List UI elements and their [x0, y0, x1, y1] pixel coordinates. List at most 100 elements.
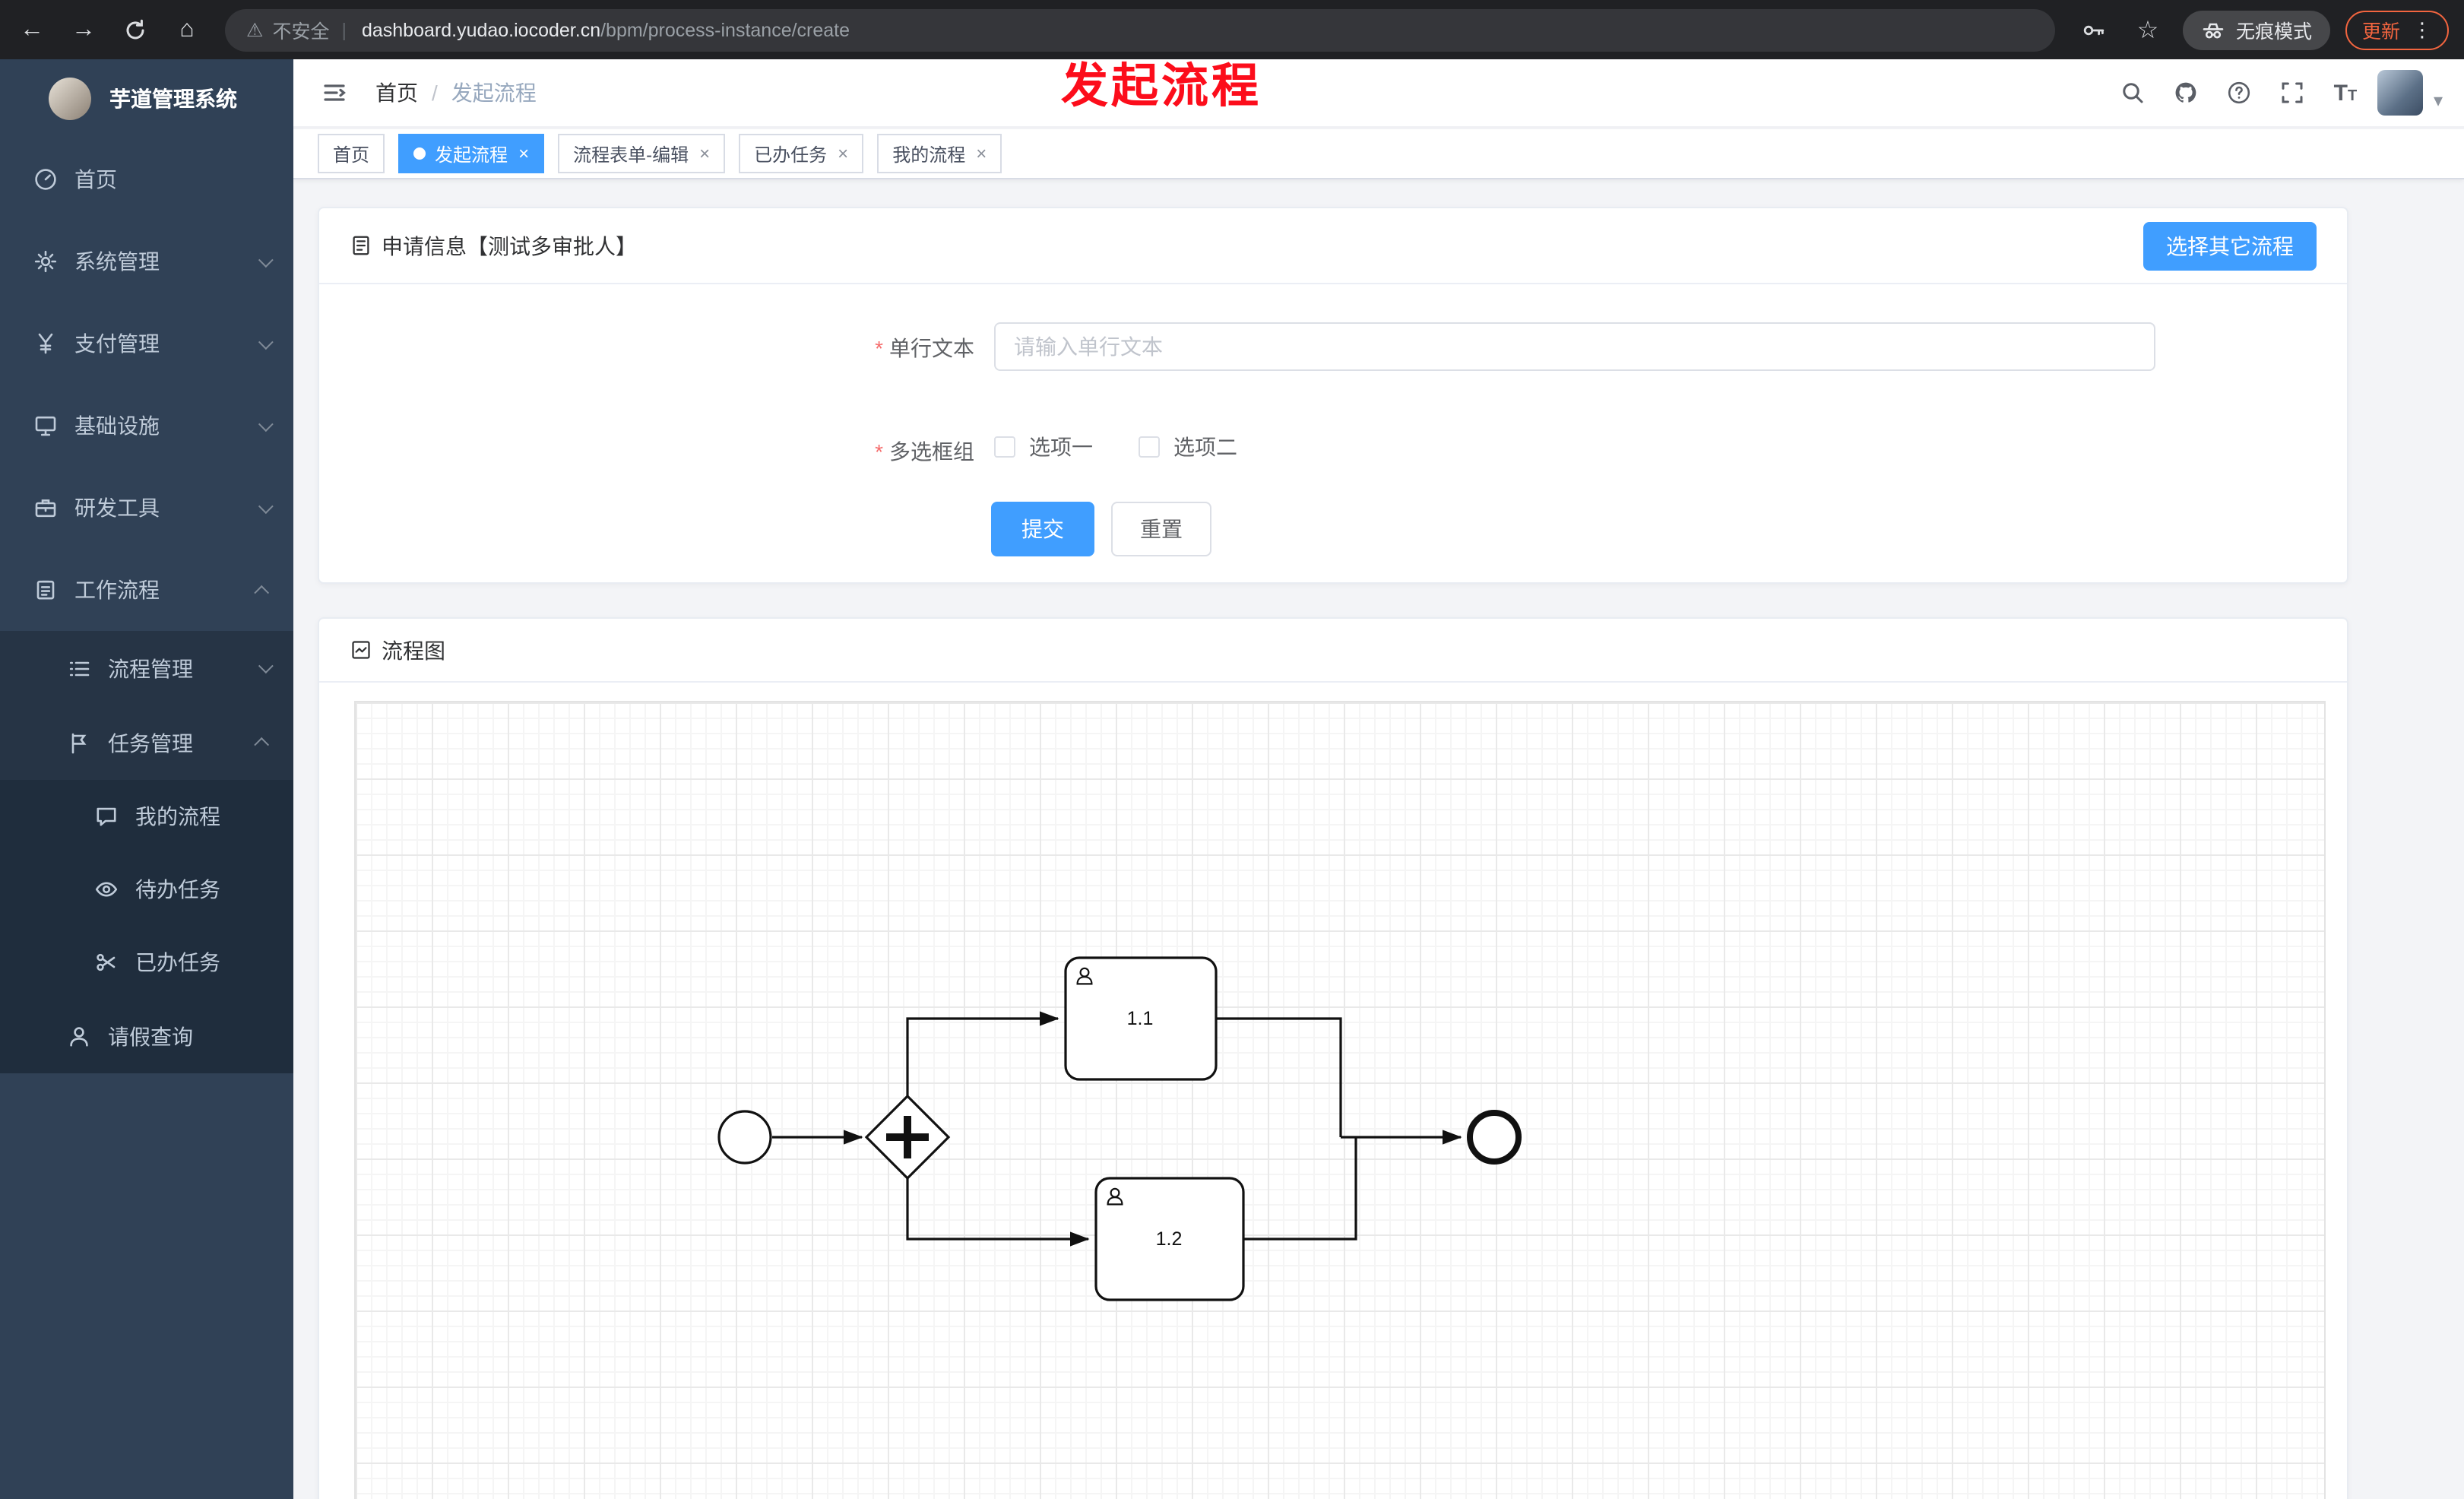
yen-icon — [38, 333, 53, 354]
person-icon — [70, 1026, 88, 1046]
flow-gateway-to-task1 — [906, 1011, 1059, 1098]
incognito-icon — [2203, 22, 2224, 38]
apply-info-header: 申请信息【测试多审批人】 选择其它流程 — [319, 208, 2347, 284]
checkbox-label[interactable]: 选项二 — [1173, 435, 1237, 459]
hamburger-icon[interactable] — [318, 76, 351, 109]
breadcrumb-separator: / — [432, 81, 438, 105]
tab-close-icon[interactable]: × — [699, 143, 711, 164]
sidebar-item-payment[interactable]: 支付管理 — [0, 303, 293, 385]
sidebar-item-infra[interactable]: 基础设施 — [0, 385, 293, 467]
sidebar: 芋道管理系统 首页 系统管理 支付管理 基础设施 研发工具 工作流 — [0, 59, 293, 1499]
github-glyph — [2175, 82, 2196, 103]
tab-close-icon[interactable]: × — [976, 143, 987, 164]
required-asterisk: * — [875, 336, 883, 360]
clipboard-icon — [36, 580, 55, 600]
incognito-badge: 无痕模式 — [2182, 10, 2330, 49]
reset-button[interactable]: 重置 — [1111, 502, 1211, 556]
tab-close-icon[interactable]: × — [518, 143, 530, 164]
flow-task2-out — [1243, 1137, 1357, 1241]
sidebar-item-task-mgmt[interactable]: 任务管理 — [0, 705, 293, 780]
app-title: 芋道管理系统 — [109, 87, 237, 111]
tags-view-bar: 首页 发起流程× 流程表单-编辑× 已办任务 × 我的流程 × — [293, 129, 2464, 179]
bpmn-user-task-1: 1.1 — [1064, 956, 1218, 1081]
checkbox-option-2[interactable]: 选项二 — [1139, 432, 1237, 462]
sidebar-item-label: 任务管理 — [108, 730, 193, 755]
monitor-icon — [35, 416, 56, 436]
github-icon[interactable] — [2165, 71, 2207, 114]
checkbox-icon[interactable] — [994, 436, 1015, 458]
search-glyph — [2123, 83, 2143, 103]
forward-icon[interactable]: → — [71, 16, 96, 42]
browser-menu-icon[interactable]: ⋮ — [2412, 17, 2432, 40]
checkbox-label[interactable]: 选项一 — [1029, 435, 1093, 459]
tab-form-edit[interactable]: 流程表单-编辑× — [558, 134, 726, 173]
breadcrumb: 首页 / 发起流程 — [375, 78, 537, 108]
reload-icon[interactable] — [116, 10, 155, 49]
bookmark-star-icon[interactable]: ☆ — [2136, 17, 2159, 43]
tab-home[interactable]: 首页 — [318, 134, 385, 173]
sidebar-item-process-mgmt[interactable]: 流程管理 — [0, 631, 293, 705]
sidebar-logo[interactable]: 芋道管理系统 — [0, 59, 293, 138]
sidebar-item-todo-tasks[interactable]: 待办任务 — [0, 853, 293, 926]
password-key-icon[interactable] — [2073, 10, 2113, 49]
breadcrumb-home[interactable]: 首页 — [375, 81, 418, 105]
sidebar-item-workflow[interactable]: 工作流程 — [0, 549, 293, 631]
font-size-icon[interactable]: TT — [2333, 80, 2358, 106]
sidebar-item-system[interactable]: 系统管理 — [0, 220, 293, 303]
back-icon[interactable]: ← — [20, 16, 44, 42]
sidebar-item-label: 研发工具 — [74, 496, 160, 520]
submit-button[interactable]: 提交 — [991, 502, 1094, 556]
eye-icon — [95, 882, 118, 897]
update-label: 更新 — [2361, 21, 2400, 43]
tab-close-icon[interactable]: × — [838, 143, 849, 164]
bpmn-end-event — [1467, 1110, 1522, 1165]
tab-done-tasks[interactable]: 已办任务 × — [739, 134, 864, 173]
home-icon[interactable]: ⌂ — [179, 16, 195, 42]
gear-icon — [34, 250, 57, 273]
checkbox-option-1[interactable]: 选项一 — [994, 432, 1093, 462]
tab-label: 首页 — [333, 144, 370, 165]
hamburger-glyph — [324, 84, 346, 101]
chevron-down-icon — [258, 416, 274, 432]
checkbox-group: 选项一 选项二 — [994, 432, 1237, 462]
sidebar-item-leave-query[interactable]: 请假查询 — [0, 999, 293, 1073]
flow-diagram-title: 流程图 — [350, 635, 445, 665]
url-divider: | — [341, 19, 347, 40]
single-line-text-input[interactable] — [994, 322, 2155, 371]
flow-diagram-card: 流程图 — [318, 617, 2348, 1499]
update-button[interactable]: 更新 ⋮ — [2345, 10, 2449, 49]
app-header: 首页 / 发起流程 TT ▾ — [293, 59, 2464, 128]
url-host[interactable]: dashboard.yudao.iocoder.cn — [361, 19, 601, 40]
sidebar-item-done-tasks[interactable]: 已办任务 — [0, 926, 293, 999]
sidebar-item-label: 工作流程 — [74, 578, 160, 602]
sidebar-item-devtools[interactable]: 研发工具 — [0, 467, 293, 549]
sidebar-item-label: 流程管理 — [108, 656, 193, 680]
chevron-down-icon — [258, 498, 274, 514]
sidebar-item-home[interactable]: 首页 — [0, 138, 293, 220]
chat-bubble-icon — [97, 807, 116, 826]
reload-glyph — [126, 18, 144, 39]
url-bar[interactable]: ⚠ 不安全 | dashboard.yudao.iocoder.cn /bpm/… — [225, 8, 2055, 51]
bpmn-canvas[interactable]: 1.1 1.2 — [354, 701, 2326, 1499]
user-avatar[interactable] — [2377, 70, 2423, 116]
tab-label: 我的流程 — [892, 144, 966, 165]
fullscreen-glyph — [2282, 82, 2303, 103]
url-path[interactable]: /bpm/process-instance/create — [600, 19, 850, 40]
tab-my-process[interactable]: 我的流程 × — [877, 134, 1002, 173]
security-label[interactable]: 不安全 — [272, 21, 330, 43]
select-other-process-button[interactable]: 选择其它流程 — [2143, 221, 2317, 270]
tab-label: 已办任务 — [754, 144, 828, 165]
search-icon[interactable] — [2111, 71, 2154, 114]
checkbox-icon[interactable] — [1139, 436, 1160, 458]
flow-diagram-header: 流程图 — [319, 619, 2347, 683]
sidebar-item-my-process[interactable]: 我的流程 — [0, 780, 293, 853]
warning-icon[interactable]: ⚠ — [246, 20, 264, 41]
tree-list-icon — [69, 661, 90, 676]
fullscreen-icon[interactable] — [2271, 71, 2314, 114]
avatar-caret-icon[interactable]: ▾ — [2433, 90, 2443, 111]
chevron-up-icon — [254, 737, 270, 753]
help-icon[interactable] — [2218, 71, 2260, 114]
tab-create-process[interactable]: 发起流程× — [398, 134, 545, 173]
sidebar-item-label: 首页 — [74, 167, 117, 192]
bpmn-user-task-2: 1.2 — [1094, 1177, 1245, 1301]
